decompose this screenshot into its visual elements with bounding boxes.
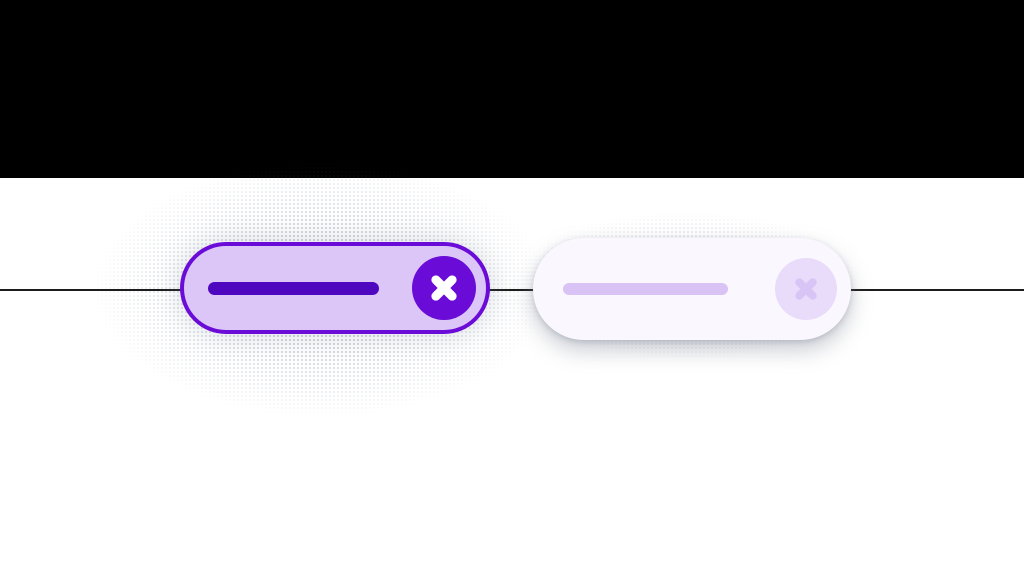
pill-chip-active[interactable]: [180, 242, 490, 334]
letterbox-top-bar: [0, 0, 1024, 178]
close-icon: [427, 271, 461, 305]
clear-button-disabled[interactable]: [775, 258, 837, 320]
pill-chip-disabled[interactable]: [533, 238, 851, 340]
close-icon: [789, 272, 823, 306]
value-placeholder-bar: [563, 283, 728, 295]
value-placeholder-bar: [208, 281, 379, 295]
clear-button[interactable]: [412, 256, 476, 320]
baseline-divider: [0, 289, 1024, 291]
